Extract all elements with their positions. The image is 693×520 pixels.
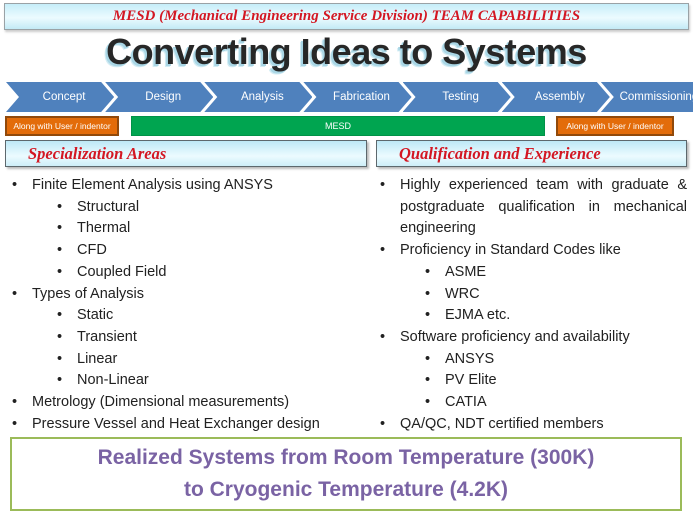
bullet-item: • ASME <box>374 262 689 284</box>
bullet-item: • PV Elite <box>374 370 689 392</box>
bullet-marker: • <box>380 415 386 432</box>
bullet-marker: • <box>12 177 18 193</box>
bullet-item: • EJMA etc. <box>374 305 689 327</box>
bullet-item: • ANSYS <box>374 349 689 371</box>
bullet-text: Software proficiency and availability <box>400 328 630 345</box>
bullet-text: CFD <box>77 242 107 259</box>
bullet-text: Coupled Field <box>77 263 167 280</box>
bullet-marker: • <box>57 328 63 345</box>
bullet-marker: • <box>57 350 63 367</box>
section-header-qualification: Qualification and Experience <box>376 140 687 167</box>
bullet-item: • CATIA <box>374 392 689 414</box>
top-banner-title: MESD (Mechanical Engineering Service Div… <box>112 8 581 24</box>
bullet-text: Proficiency in Standard Codes like <box>400 242 621 259</box>
bullet-item: • Proficiency in Standard Codes like <box>374 240 689 262</box>
top-banner: MESD (Mechanical Engineering Service Div… <box>4 3 689 30</box>
bullet-item: • Structural <box>5 197 365 219</box>
bullet-item: • Types of Analysis <box>5 284 365 306</box>
bullet-text: Static <box>77 307 114 324</box>
bullet-marker: • <box>425 350 431 367</box>
bullet-marker: • <box>380 328 386 345</box>
page-title: Converting Ideas to Systems <box>106 31 587 72</box>
process-step-label: Concept <box>42 91 86 103</box>
bullet-item: • CFD <box>5 240 365 262</box>
bullet-text: EJMA etc. <box>445 307 511 324</box>
bullet-marker: • <box>57 220 63 237</box>
process-step-arrow: Analysis <box>204 82 312 112</box>
process-step-label: Design <box>145 91 182 103</box>
qualification-list: • Highly experienced team with graduate &… <box>374 175 689 435</box>
bullet-text: PV Elite <box>445 372 497 389</box>
bullet-marker: • <box>57 263 63 280</box>
process-step-arrow: Testing <box>403 82 511 112</box>
bullet-text: Finite Element Analysis using ANSYS <box>32 177 273 193</box>
ownership-bar-label: Along with User / indentor <box>13 121 111 131</box>
bullet-text: CATIA <box>445 394 487 411</box>
ownership-bar-label: MESD <box>324 121 351 131</box>
bullet-item: • QA/QC, NDT certified members <box>374 414 689 436</box>
process-step-label: Assembly <box>534 91 585 103</box>
bullet-marker: • <box>12 285 18 302</box>
process-step-label: Analysis <box>240 91 284 103</box>
process-step-arrow: Concept <box>6 82 114 112</box>
bullet-marker: • <box>425 307 431 324</box>
bullet-marker: • <box>57 242 63 259</box>
bullet-item: • WRC <box>374 284 689 306</box>
bullet-marker: • <box>57 198 63 215</box>
bullet-text: Metrology (Dimensional measurements) <box>32 394 290 411</box>
realized-systems-line2: to Cryogenic Temperature (4.2K) <box>183 478 508 501</box>
bullet-text: Non-Linear <box>77 372 149 389</box>
bullet-item: • Static <box>5 305 365 327</box>
bullet-text: Highly experienced team with graduate & … <box>400 177 687 237</box>
bullet-item: • Metrology (Dimensional measurements) <box>5 392 365 414</box>
bullet-item: • Highly experienced team with graduate &… <box>374 175 689 240</box>
process-flow: Concept Design Analysis Fabrication Testing A… <box>6 82 693 112</box>
bullet-marker: • <box>12 394 18 411</box>
process-step-arrow: Design <box>105 82 213 112</box>
bullet-text: QA/QC, NDT certified members <box>400 415 604 432</box>
section-header-label: Specialization Areas <box>28 143 167 163</box>
ownership-bar-user-right: Along with User / indentor <box>556 116 674 136</box>
bullet-marker: • <box>380 177 386 193</box>
bullet-marker: • <box>57 307 63 324</box>
bullet-text: Thermal <box>77 220 131 237</box>
bullet-marker: • <box>425 285 431 302</box>
bullet-marker: • <box>57 372 63 389</box>
bullet-item: • Thermal <box>5 218 365 240</box>
process-step-arrow: Assembly <box>502 82 610 112</box>
bullet-item: • Linear <box>5 349 365 371</box>
realized-systems-line1: Realized Systems from Room Temperature (… <box>97 446 595 469</box>
process-step-label: Testing <box>442 91 479 103</box>
bullet-text: ASME <box>445 263 487 280</box>
bullet-marker: • <box>425 263 431 280</box>
bullet-item: • Finite Element Analysis using ANSYS <box>5 175 365 197</box>
bullet-text: Structural <box>77 198 140 215</box>
bullet-text: ANSYS <box>445 350 495 367</box>
bullet-marker: • <box>12 415 18 432</box>
bullet-marker: • <box>425 394 431 411</box>
bullet-item: • Coupled Field <box>5 262 365 284</box>
process-step-arrow: Commissioning <box>601 82 693 112</box>
bullet-item: • Pressure Vessel and Heat Exchanger desi… <box>5 414 365 436</box>
bullet-text: Transient <box>77 328 137 345</box>
bullet-text: WRC <box>445 285 480 302</box>
bullet-marker: • <box>425 372 431 389</box>
realized-systems-box: Realized Systems from Room Temperature (… <box>10 437 682 511</box>
process-step-label: Commissioning <box>619 91 693 103</box>
specialization-list: • Finite Element Analysis using ANSYS • Str… <box>5 175 365 435</box>
section-header-label: Qualification and Experience <box>399 143 601 163</box>
section-header-specialization: Specialization Areas <box>5 140 367 167</box>
bullet-item: • Software proficiency and availability <box>374 327 689 349</box>
bullet-item: • Non-Linear <box>5 370 365 392</box>
bullet-item: • Transient <box>5 327 365 349</box>
ownership-bar-mesd: MESD <box>131 116 545 136</box>
bullet-text: Types of Analysis <box>32 285 145 302</box>
ownership-bar-user-left: Along with User / indentor <box>5 116 119 136</box>
bullet-text: Linear <box>77 350 118 367</box>
process-step-arrow: Fabrication <box>303 82 411 112</box>
ownership-bar-label: Along with User / indentor <box>566 121 664 131</box>
bullet-marker: • <box>380 242 386 259</box>
bullet-text: Pressure Vessel and Heat Exchanger desig… <box>32 415 320 432</box>
process-step-label: Fabrication <box>333 91 390 103</box>
